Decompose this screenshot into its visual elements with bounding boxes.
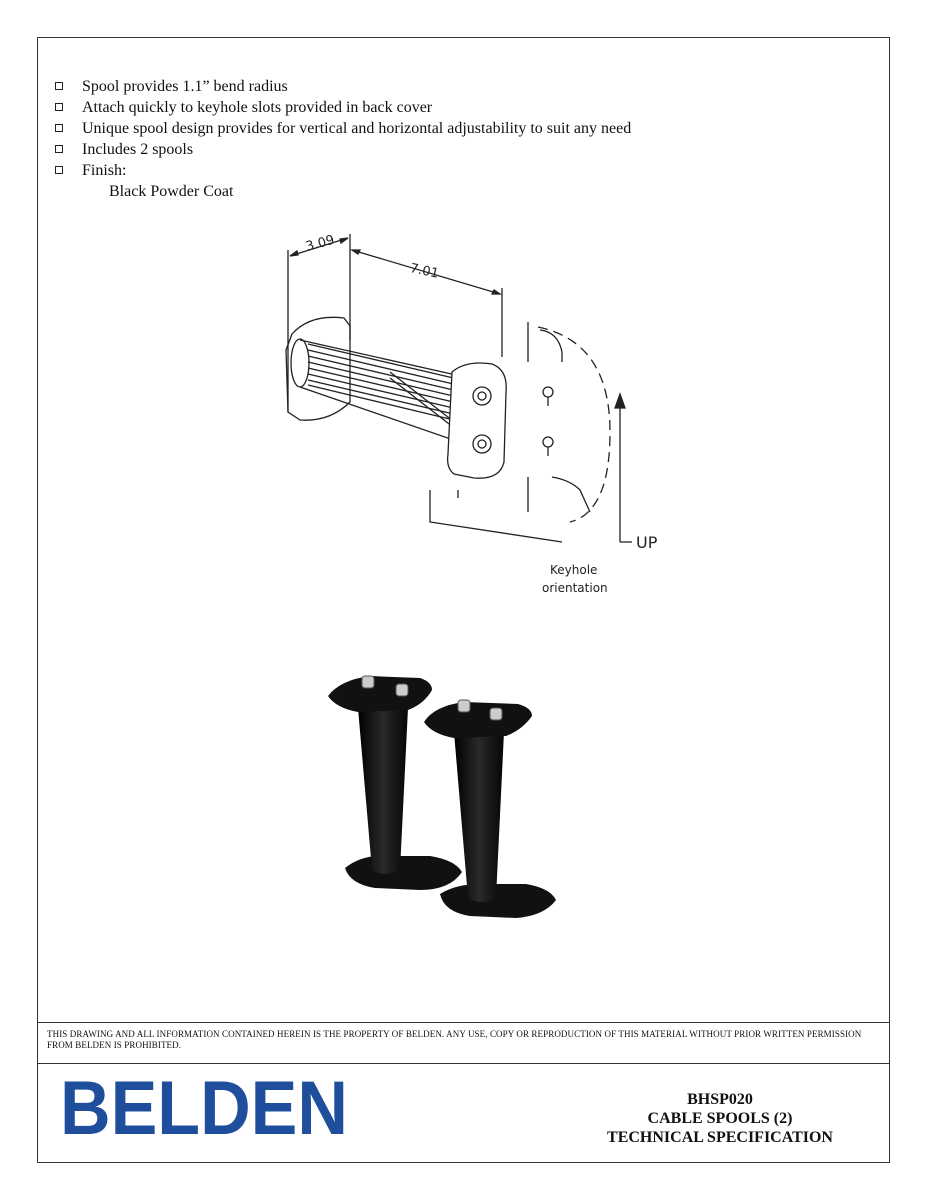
feature-item: Unique spool design provides for vertica… [55, 118, 855, 139]
feature-item: Spool provides 1.1” bend radius [55, 76, 855, 97]
cable-spools-illustration [328, 675, 556, 918]
checkbox-bullet-icon [55, 103, 63, 111]
proprietary-notice: THIS DRAWING AND ALL INFORMATION CONTAIN… [37, 1022, 890, 1064]
part-number: BHSP020 [687, 1091, 753, 1108]
checkbox-bullet-icon [55, 82, 63, 90]
dim-width-label: 3.09 [304, 233, 336, 255]
keyhole-label-line1: Keyhole [550, 563, 597, 577]
checkbox-bullet-icon [55, 124, 63, 132]
up-label: UP [636, 533, 658, 552]
product-name: CABLE SPOOLS (2) [647, 1110, 793, 1127]
spool-dimension-drawing: 3.09 7.01 UP Keyhole orientation [285, 233, 658, 595]
finish-value: Black Powder Coat [109, 183, 234, 200]
checkbox-bullet-icon [55, 145, 63, 153]
keyhole-label-line2: orientation [542, 581, 608, 595]
feature-item: Includes 2 spools [55, 139, 855, 160]
spool-right [424, 699, 556, 918]
svg-text:BELDEN: BELDEN [60, 1074, 348, 1140]
dim-length-label: 7.01 [409, 261, 440, 282]
document-type: TECHNICAL SPECIFICATION [607, 1129, 833, 1146]
belden-logo: BELDEN [60, 1074, 348, 1140]
feature-item: Finish: [55, 160, 855, 181]
feature-item: Attach quickly to keyhole slots provided… [55, 97, 855, 118]
spool-left [328, 675, 462, 890]
title-block: BHSP020 CABLE SPOOLS (2) TECHNICAL SPECI… [560, 1090, 880, 1147]
checkbox-bullet-icon [55, 166, 63, 174]
feature-list: Spool provides 1.1” bend radius Attach q… [55, 76, 855, 181]
page-frame [37, 37, 890, 1163]
